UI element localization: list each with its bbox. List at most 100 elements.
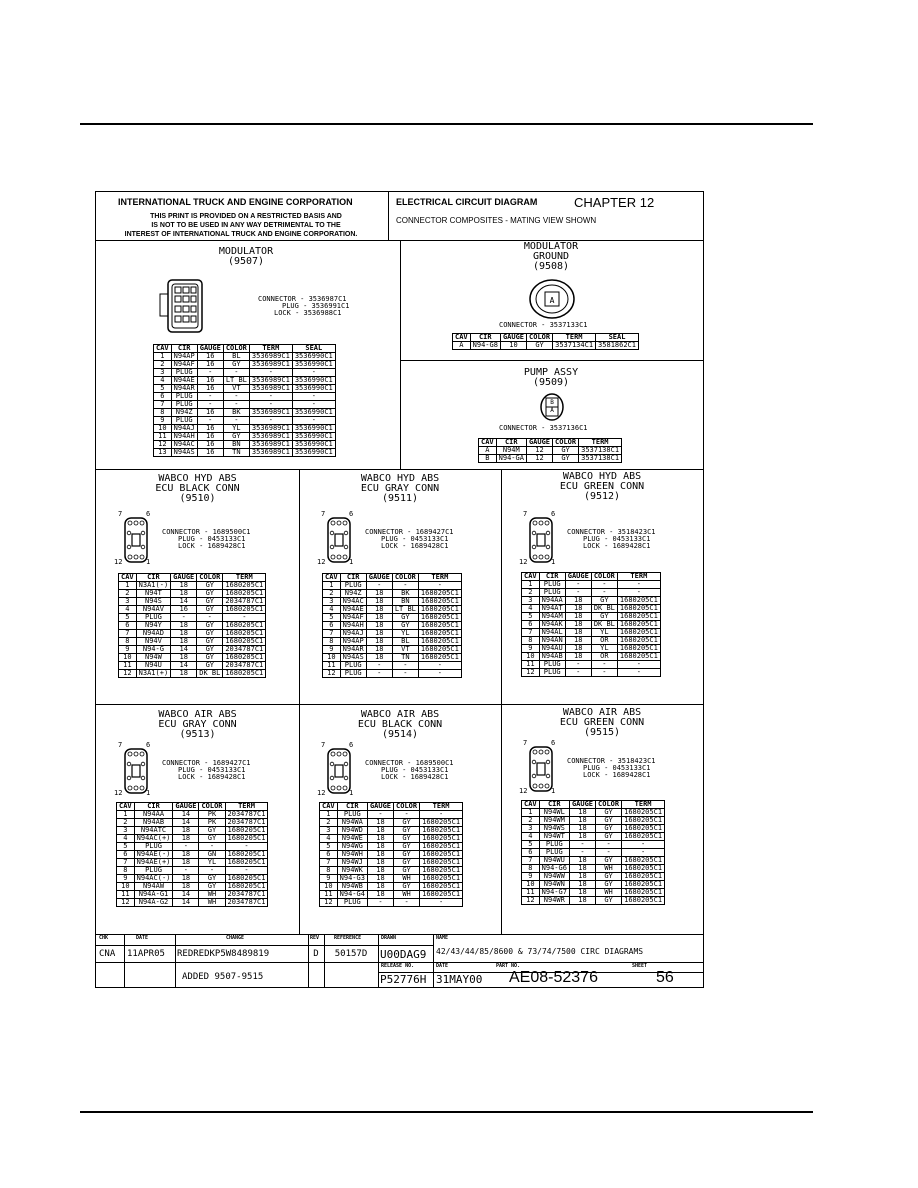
ground-connector-icon [529, 279, 575, 319]
m9511-section: WABCO HYD ABS ECU GRAY CONN (9511) 7 6 1… [299, 469, 501, 704]
grid-v-top [400, 240, 401, 469]
m9515-title: WABCO AIR ABS [562, 707, 642, 718]
footer-v1 [124, 934, 125, 987]
m9511-lock: LOCK - 1689428C1 [381, 542, 449, 550]
grid-h-footer [96, 934, 703, 935]
m9511-connector: CONNECTOR - 1689427C1 [365, 528, 454, 536]
ecu-connector-icon [529, 517, 553, 563]
m9507-number: (9507) [227, 256, 265, 267]
table-cell: PLUG [336, 898, 368, 907]
table-cell: 12 [521, 896, 540, 905]
pin-label-6: 6 [551, 510, 556, 518]
revision-block: CHK DATE CHANGE REV REFERENCE DRAWN NAME… [96, 934, 703, 987]
sheet-value: 56 [656, 969, 674, 986]
table-cell: WH [198, 898, 226, 907]
chk-value: CNA [99, 949, 116, 959]
m9515-lock: LOCK - 1689428C1 [583, 771, 651, 779]
table-cell: - [366, 898, 395, 907]
rev-label: REV [310, 935, 320, 941]
pin-label-12: 12 [317, 789, 326, 797]
footer-v6 [433, 934, 434, 987]
pin-label-6: 6 [349, 510, 354, 518]
table-cell: 12 [319, 898, 338, 907]
m9510-connector: CONNECTOR - 1689500C1 [162, 528, 251, 536]
table-cell: DK BL [196, 669, 224, 678]
pin-label-7: 7 [523, 739, 528, 747]
m9512-title: WABCO HYD ABS [562, 471, 642, 482]
footer-line-3 [378, 972, 703, 973]
table-cell: 18 [568, 896, 597, 905]
m9513-section: WABCO AIR ABS ECU GRAY CONN (9513) 7 6 1… [96, 704, 299, 934]
pin-label-7: 7 [118, 741, 123, 749]
table-cell: 3536989C1 [248, 448, 293, 457]
top-rule [80, 123, 813, 125]
table-cell: 12 [521, 668, 540, 677]
table-cell: N3A1(+) [135, 669, 172, 678]
table-cell: N94AS [170, 448, 198, 457]
reference-value: 50157D [334, 949, 368, 959]
table-cell: - [417, 669, 462, 678]
m9512-lock: LOCK - 1689428C1 [583, 542, 651, 550]
ecu-connector-icon [327, 517, 351, 563]
ecu-connector-icon [327, 748, 351, 794]
grid-h-9509 [400, 360, 703, 361]
m9507-connector: CONNECTOR - 3536987C1 [258, 295, 347, 303]
company-name: INTERNATIONAL TRUCK AND ENGINE CORPORATI… [118, 197, 353, 207]
m9511-plug: PLUG - 0453133C1 [381, 535, 449, 543]
table-cell: 12 [322, 669, 341, 678]
pin-label-6: 6 [551, 739, 556, 747]
m9509-connector: CONNECTOR - 3537136C1 [499, 424, 588, 432]
table-cell: N94WR [538, 896, 570, 905]
m9507-plug: PLUG - 3536991C1 [282, 302, 350, 310]
table-cell: - [365, 669, 393, 678]
bottom-rule [80, 1111, 813, 1113]
name-value: 42/43/44/85/8600 & 73/74/7500 CIRC DIAGR… [436, 947, 644, 956]
m9508-connector: CONNECTOR - 3537133C1 [499, 321, 588, 329]
release-value: P52776H [380, 973, 427, 986]
date2-label: DATE [436, 963, 449, 969]
table-cell: - [393, 898, 421, 907]
m9515-section: WABCO AIR ABS ECU GREEN CONN (9515) 7 6 … [501, 704, 703, 934]
table-cell: 3537134C1 [552, 341, 597, 350]
date-label: DATE [136, 935, 149, 941]
table-cell: N94A-G2 [133, 898, 174, 907]
table-cell: 1680205C1 [222, 669, 267, 678]
titleblock-bottom-line [96, 240, 703, 241]
table-cell: GY [595, 896, 623, 905]
pin-label-1: 1 [551, 787, 556, 795]
pin-label-6: 6 [146, 510, 151, 518]
table-cell: - [616, 668, 661, 677]
table-cell: N94-GA [495, 454, 527, 463]
footer-line-1 [96, 945, 378, 946]
m9513-lock: LOCK - 1689428C1 [178, 773, 246, 781]
table-cell: - [391, 669, 419, 678]
m9509-pin-b: B [550, 399, 554, 406]
ecu-connector-icon [124, 517, 148, 563]
m9510-lock: LOCK - 1689428C1 [178, 542, 246, 550]
pin-label-12: 12 [519, 558, 528, 566]
table-cell: N94-G8 [469, 341, 501, 350]
pin-label-7: 7 [321, 741, 326, 749]
titleblock-divider [388, 192, 389, 240]
m9507-title: MODULATOR [218, 246, 274, 257]
m9515-connector: CONNECTOR - 3518423C1 [567, 757, 656, 765]
pin-label-7: 7 [118, 510, 123, 518]
m9514-section: WABCO AIR ABS ECU BLACK CONN (9514) 7 6 … [299, 704, 501, 934]
m9513-title: WABCO AIR ABS [158, 709, 237, 720]
